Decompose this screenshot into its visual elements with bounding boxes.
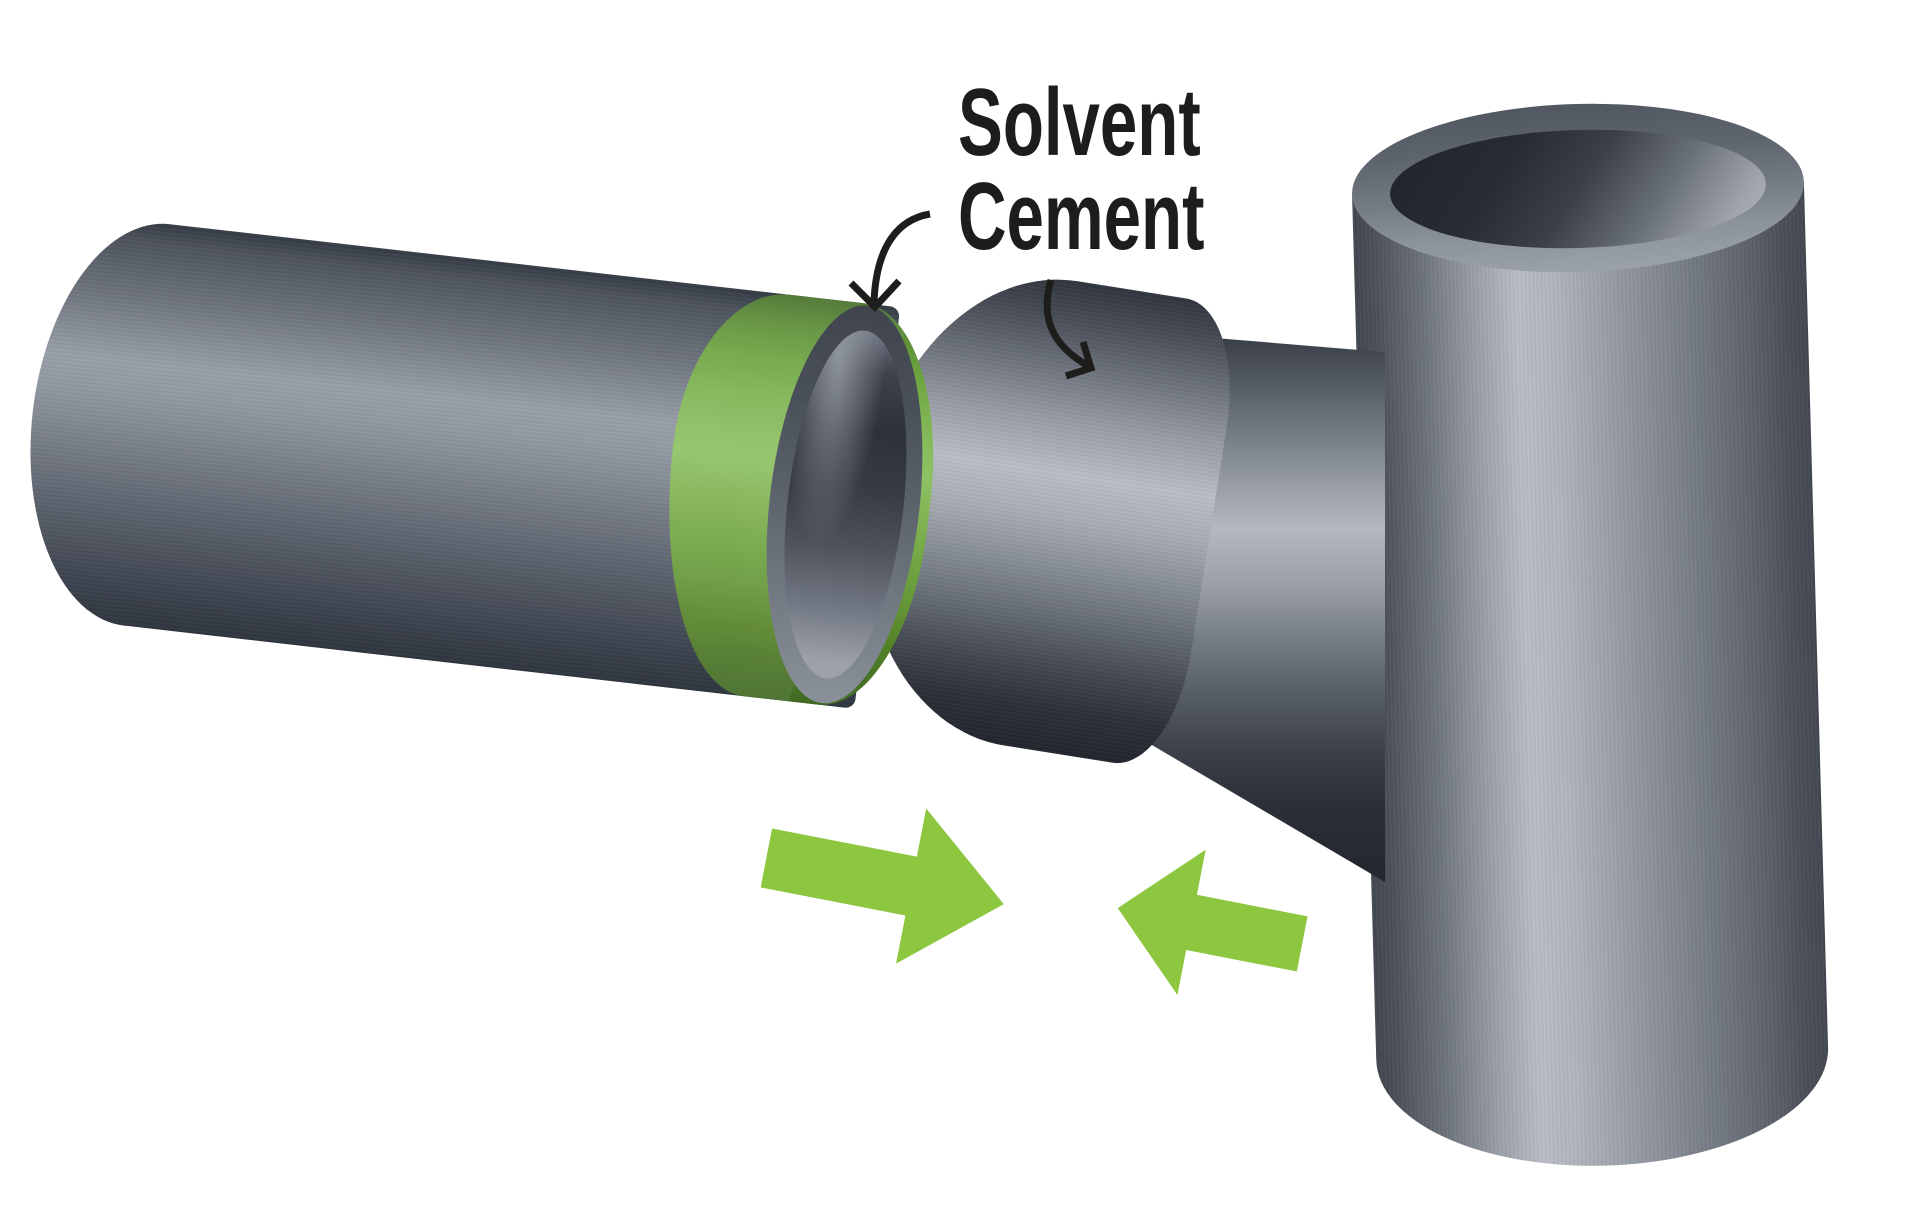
- push-arrow-right-icon: [751, 780, 1019, 981]
- label-solvent-cement: Solvent Cement: [958, 69, 1205, 271]
- label-line-1: Solvent: [958, 69, 1201, 176]
- tee-body: [1352, 181, 1832, 1172]
- label-line-2: Cement: [958, 163, 1205, 271]
- pvc-pipe: [9, 211, 952, 715]
- curved-arrow-to-pipe-icon: [870, 210, 931, 303]
- tee-body-texture: [1352, 181, 1832, 1172]
- tee-fitting: [1349, 97, 1832, 1172]
- push-arrow-left-icon: [1104, 835, 1317, 1016]
